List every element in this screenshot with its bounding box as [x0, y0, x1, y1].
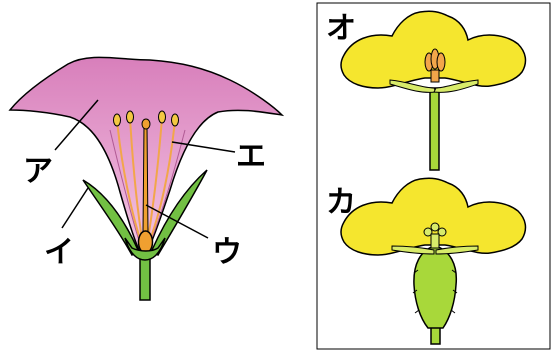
flower-o-sepal: [390, 80, 436, 92]
flower-o-anther-3: [437, 53, 445, 71]
ovary: [139, 231, 153, 253]
left-flower: ア イ ウ エ: [10, 57, 282, 300]
flower-ka-ovary: [414, 246, 456, 328]
anther-4: [172, 114, 179, 126]
flower-ka-stigma-2: [431, 223, 439, 231]
anther-1: [114, 114, 121, 126]
label-ka: カ: [326, 185, 356, 220]
pistil-style: [143, 126, 148, 232]
label-i: イ: [44, 235, 74, 270]
flower-o-stem: [430, 88, 439, 170]
flower-ka-sepal: [392, 246, 434, 254]
flower-ka-sepal-2: [436, 246, 478, 254]
anther-2: [127, 111, 134, 123]
flower-ka-style: [431, 234, 439, 248]
label-u: ウ: [212, 235, 242, 270]
flower-o: オ: [326, 11, 525, 170]
flower-ka: カ: [326, 178, 525, 344]
label-a: ア: [23, 154, 53, 189]
flower-o-filament: [431, 70, 439, 82]
label-e: エ: [236, 139, 266, 174]
leader-i: [62, 188, 88, 228]
label-o: オ: [326, 11, 356, 46]
anther-3: [159, 111, 166, 123]
flower-o-sepal-2: [434, 80, 478, 92]
pistil-stigma: [142, 119, 150, 129]
